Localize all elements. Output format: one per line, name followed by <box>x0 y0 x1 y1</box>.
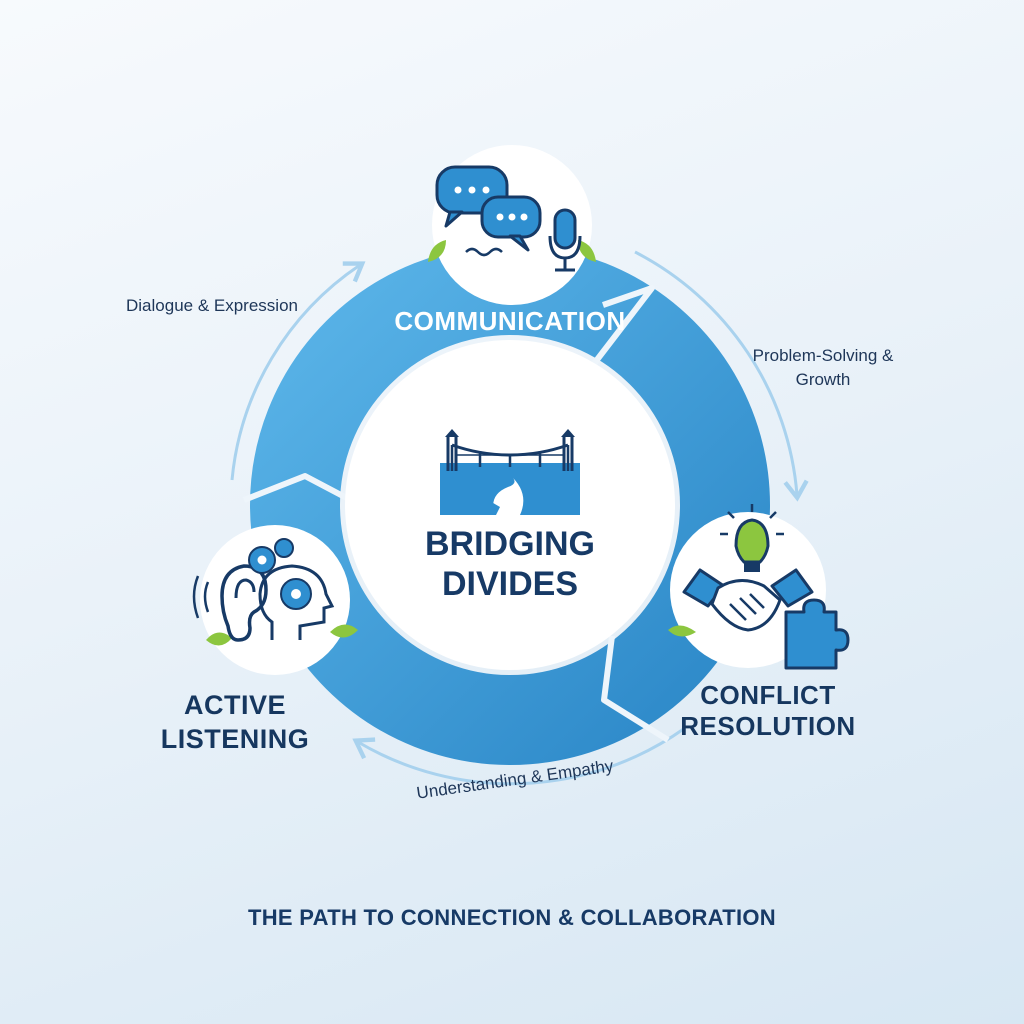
center-title-line2: DIVIDES <box>441 565 579 603</box>
ring-separator-top-right <box>590 285 655 367</box>
stage-label-active-listening: ACTIVE LISTENING <box>150 688 320 756</box>
leaf-icon <box>668 625 696 637</box>
leaf-icon <box>330 624 358 638</box>
head-gears-icon <box>248 538 335 640</box>
flow-label-problem-solving: Problem-Solving & Growth <box>728 344 918 392</box>
microphone-icon <box>548 208 582 272</box>
center-title-line1: BRIDGING <box>425 525 595 563</box>
flow-label-problem-solving-line1: Problem-Solving & <box>752 346 894 365</box>
flow-arrow-dialogue <box>230 261 366 481</box>
leaf-icon <box>578 240 596 262</box>
flow-arrow-understanding <box>352 726 686 786</box>
footer-title: THE PATH TO CONNECTION & COLLABORATION <box>248 905 776 930</box>
stage-label-active-listening-line1: ACTIVE <box>183 690 286 720</box>
ring-separator-left <box>242 473 362 508</box>
leaf-icon <box>206 632 232 646</box>
speech-bubbles-icon <box>435 165 542 257</box>
flow-label-dialogue: Dialogue & Expression <box>126 296 298 315</box>
center-title: BRIDGING DIVIDES <box>410 524 610 604</box>
ring-separator-bottom-right <box>601 635 670 743</box>
stage-label-active-listening-line2: LISTENING <box>160 724 310 754</box>
bridge-icon <box>440 429 580 515</box>
lightbulb-icon <box>720 504 784 572</box>
center-disk <box>345 340 675 670</box>
flow-label-problem-solving-line2: Growth <box>795 370 851 389</box>
flow-arrow-problem-solving <box>634 250 809 502</box>
stage-label-communication: COMMUNICATION <box>394 306 626 336</box>
leaf-icon <box>428 240 446 262</box>
puzzle-piece-icon <box>784 598 850 670</box>
stage-label-conflict-resolution: CONFLICT RESOLUTION <box>680 680 856 741</box>
handshake-icon <box>682 568 814 632</box>
ear-icon <box>192 564 268 642</box>
